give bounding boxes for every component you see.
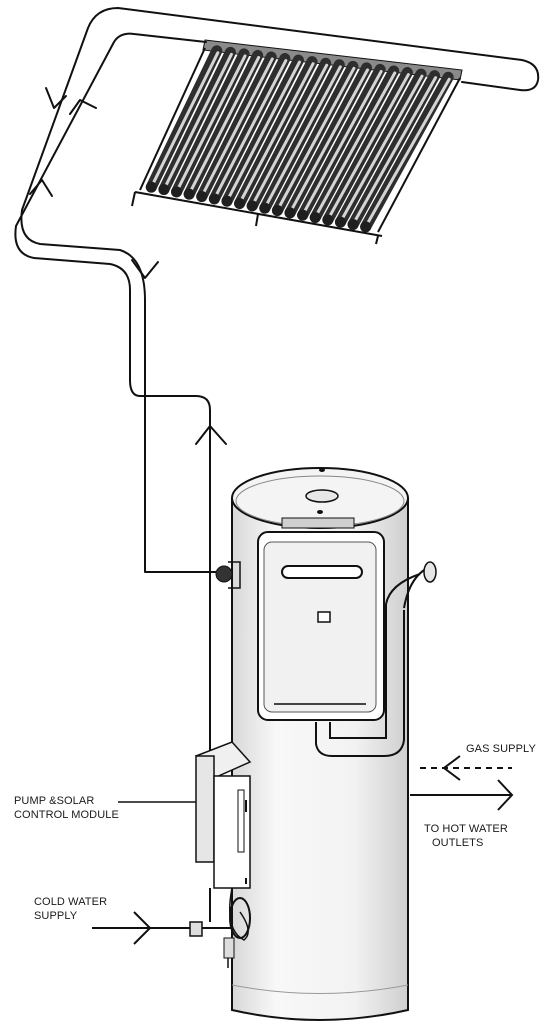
gas-booster-unit (257, 531, 437, 757)
pump-module-line2: CONTROL MODULE (14, 809, 119, 821)
collector-tube-end (322, 214, 334, 226)
collector-tube-end (145, 181, 157, 193)
cold-water-valve (189, 888, 232, 937)
collector-tube-highlight (176, 54, 247, 192)
pump-module-line1: PUMP &SOLAR (14, 795, 95, 807)
collector-tube-highlight (365, 77, 451, 227)
hot-water-line1: TO HOT WATER (424, 823, 508, 835)
collector-tube-highlight (314, 71, 397, 217)
gas-supply-line (420, 755, 512, 781)
collector-tube-end (208, 193, 220, 205)
collector-tube-highlight (163, 52, 233, 189)
solar-collector-panel (131, 39, 463, 245)
collector-tube-highlight (226, 60, 301, 201)
hot-water-label: TO HOT WATER OUTLETS (424, 822, 508, 850)
collector-tube-highlight (327, 73, 410, 220)
collector-tube-highlight (339, 74, 424, 222)
pump-module-label: PUMP &SOLAR CONTROL MODULE (14, 794, 119, 822)
collector-tube-end (347, 219, 359, 230)
collector-tube-end (284, 207, 296, 219)
tank-side-fitting (215, 561, 241, 589)
cold-water-line1: COLD WATER (34, 896, 108, 908)
collector-tube-highlight (352, 76, 438, 224)
collector-tube-highlight (201, 57, 274, 196)
collector-tube-end (246, 200, 258, 212)
gas-supply-text: GAS SUPPLY (466, 743, 536, 755)
collector-tube-highlight (239, 62, 315, 203)
cold-water-supply-line (92, 911, 190, 945)
solar-loop-piping (14, 7, 540, 751)
collector-tube-end (158, 184, 170, 195)
gas-supply-label: GAS SUPPLY (466, 742, 536, 756)
cold-water-label: COLD WATER SUPPLY (34, 895, 107, 923)
collector-tube-end (271, 205, 283, 216)
collector-tube-end (221, 195, 233, 207)
cold-water-line2: SUPPLY (34, 910, 78, 922)
collector-tube-end (334, 216, 346, 228)
collector-tube-highlight (188, 55, 261, 194)
collector-tube-end (297, 209, 309, 221)
collector-tube-highlight (213, 59, 288, 199)
pump-control-module (194, 741, 252, 968)
collector-tube-end (360, 221, 372, 233)
collector-tube-end (171, 186, 183, 198)
evacuated-tubes (145, 45, 454, 233)
collector-tube-end (309, 212, 321, 223)
collector-tube-highlight (276, 66, 356, 210)
collector-tube-highlight (289, 68, 370, 213)
flow-arrows (29, 87, 227, 445)
collector-tube-highlight (264, 65, 342, 208)
collector-tube-end (183, 188, 195, 200)
collector-tube-end (234, 198, 246, 209)
collector-tube-highlight (251, 63, 329, 206)
collector-tube-end (259, 202, 271, 214)
collector-tube-end (196, 191, 208, 202)
collector-tube-highlight (302, 69, 383, 215)
hot-water-outlet-line (410, 779, 514, 811)
hot-water-line2: OUTLETS (432, 837, 484, 849)
collector-tube-highlight (150, 51, 220, 187)
